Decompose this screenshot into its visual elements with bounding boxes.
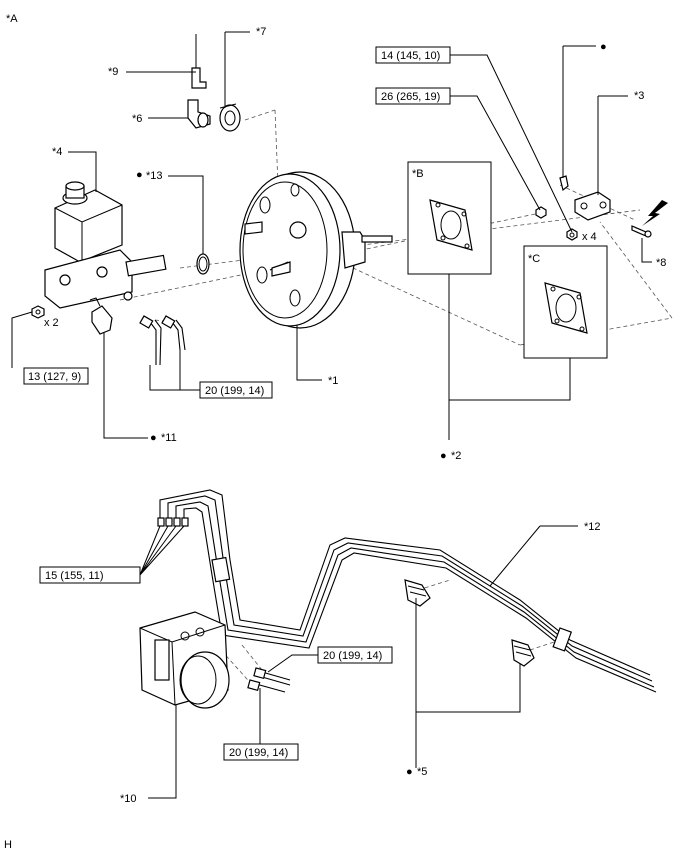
detail-label-c: *C <box>528 253 540 265</box>
bullet-13: ● <box>136 169 143 181</box>
quantity-x4: x 4 <box>582 231 597 243</box>
callout-1: *1 <box>328 375 338 387</box>
callout-6: *6 <box>132 113 142 125</box>
brake-lines-bundle <box>157 489 657 693</box>
torque-4: 20 (199, 14) <box>205 385 264 397</box>
hose-9 <box>191 34 207 89</box>
footer-code: H <box>4 839 12 851</box>
callout-11: *11 <box>161 432 177 444</box>
master-cylinder <box>44 181 167 309</box>
master-cylinder-lines <box>139 315 186 366</box>
callout-13: *13 <box>146 170 163 182</box>
check-valve-6 <box>187 99 211 129</box>
o-ring-13 <box>196 253 210 275</box>
callout-5: *5 <box>417 766 427 778</box>
torque-7: 20 (199, 14) <box>229 747 288 759</box>
bullet-2: ● <box>440 450 447 462</box>
callout-2: *2 <box>451 450 461 462</box>
torque-6: 20 (199, 14) <box>323 650 382 662</box>
bullet-11: ● <box>150 432 157 444</box>
callout-10: *10 <box>120 793 137 805</box>
brake-booster <box>239 171 393 329</box>
torque-3: 13 (127, 9) <box>28 371 81 383</box>
callout-3: *3 <box>634 90 644 102</box>
nut-x4 <box>566 228 578 241</box>
clevis-3 <box>574 191 611 221</box>
callout-4: *4 <box>52 146 62 158</box>
abs-actuator <box>139 611 230 709</box>
leader-lines <box>11 31 652 799</box>
callout-12: *12 <box>584 521 601 533</box>
detail-label-b: *B <box>412 168 424 180</box>
torque-boxes: 14 (145, 10) 26 (265, 19) 13 (127, 9) 20… <box>23 46 451 761</box>
nut-x2 <box>31 305 45 319</box>
torque-1: 14 (145, 10) <box>381 50 440 62</box>
detail-box-c: *C <box>523 245 608 359</box>
figure-id: *A <box>6 13 18 25</box>
torque-5: 15 (155, 11) <box>45 570 104 582</box>
clip <box>559 175 569 192</box>
callout-labels: *9 *6 *7 *4 ● *13 *1 ● *11 ● *2 *3 ● *8 … <box>44 26 666 805</box>
callout-9: *9 <box>108 66 118 78</box>
arrow-icon <box>642 200 668 226</box>
connector-11 <box>89 297 113 335</box>
torque-2: 26 (265, 19) <box>381 91 440 103</box>
detail-box-b: *B <box>407 161 492 275</box>
callout-8: *8 <box>656 257 666 269</box>
clamp-5a <box>404 579 431 607</box>
quantity-x2: x 2 <box>44 317 59 329</box>
grommet-7 <box>219 103 241 132</box>
callout-7: *7 <box>256 26 266 38</box>
nut-26 <box>535 206 547 219</box>
bullet-top: ● <box>600 41 607 53</box>
clamp-5b <box>511 639 535 667</box>
clevis-pin-8 <box>631 225 652 238</box>
actuator-fittings <box>247 667 291 693</box>
bullet-5: ● <box>406 766 413 778</box>
